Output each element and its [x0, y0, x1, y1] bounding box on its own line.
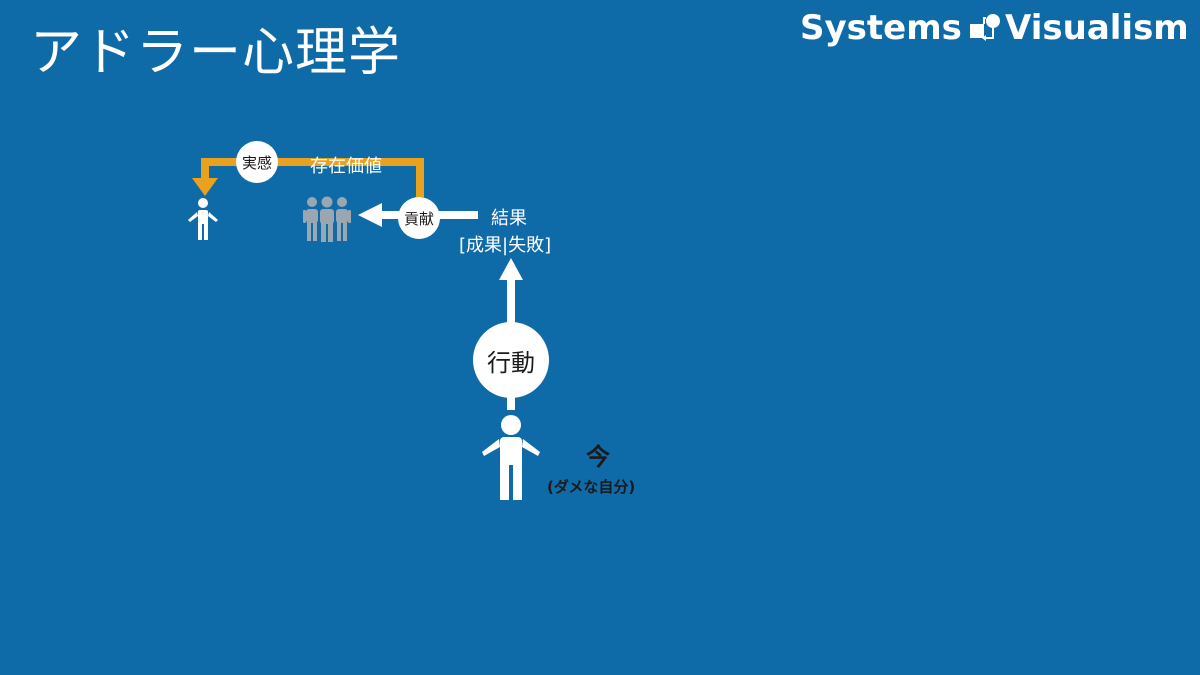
existence-value-label: 存在価値: [310, 156, 382, 177]
now-sub-label: (ダメな自分): [547, 478, 636, 496]
action-to-result-arrowhead: [499, 258, 523, 280]
action-label: 行動: [487, 348, 535, 377]
now-label: 今: [586, 443, 610, 471]
result-to-group-arrowhead: [358, 203, 382, 227]
result-outcomes-label: [成果|失敗]: [459, 235, 552, 256]
feeling-label: 実感: [241, 153, 272, 172]
individual-person-icon: [188, 198, 218, 240]
group-people-icon: [303, 196, 351, 242]
action-circle: 行動: [473, 322, 549, 398]
feeling-circle: 実感: [236, 141, 278, 183]
slide-title: アドラー心理学: [30, 23, 402, 83]
brand-text-systems: Systems: [800, 8, 962, 48]
feedback-orange-arrow-line: [201, 158, 424, 197]
result-label: 結果: [491, 208, 527, 229]
brand-text-visualism: Visualism: [1005, 8, 1189, 48]
contribution-label: 貢献: [403, 209, 434, 228]
feedback-orange-arrowhead: [192, 178, 218, 196]
contribution-circle: 貢献: [398, 197, 440, 239]
systems-visualism-logo-icon: [970, 14, 1000, 41]
current-self-person-icon: [482, 415, 540, 500]
